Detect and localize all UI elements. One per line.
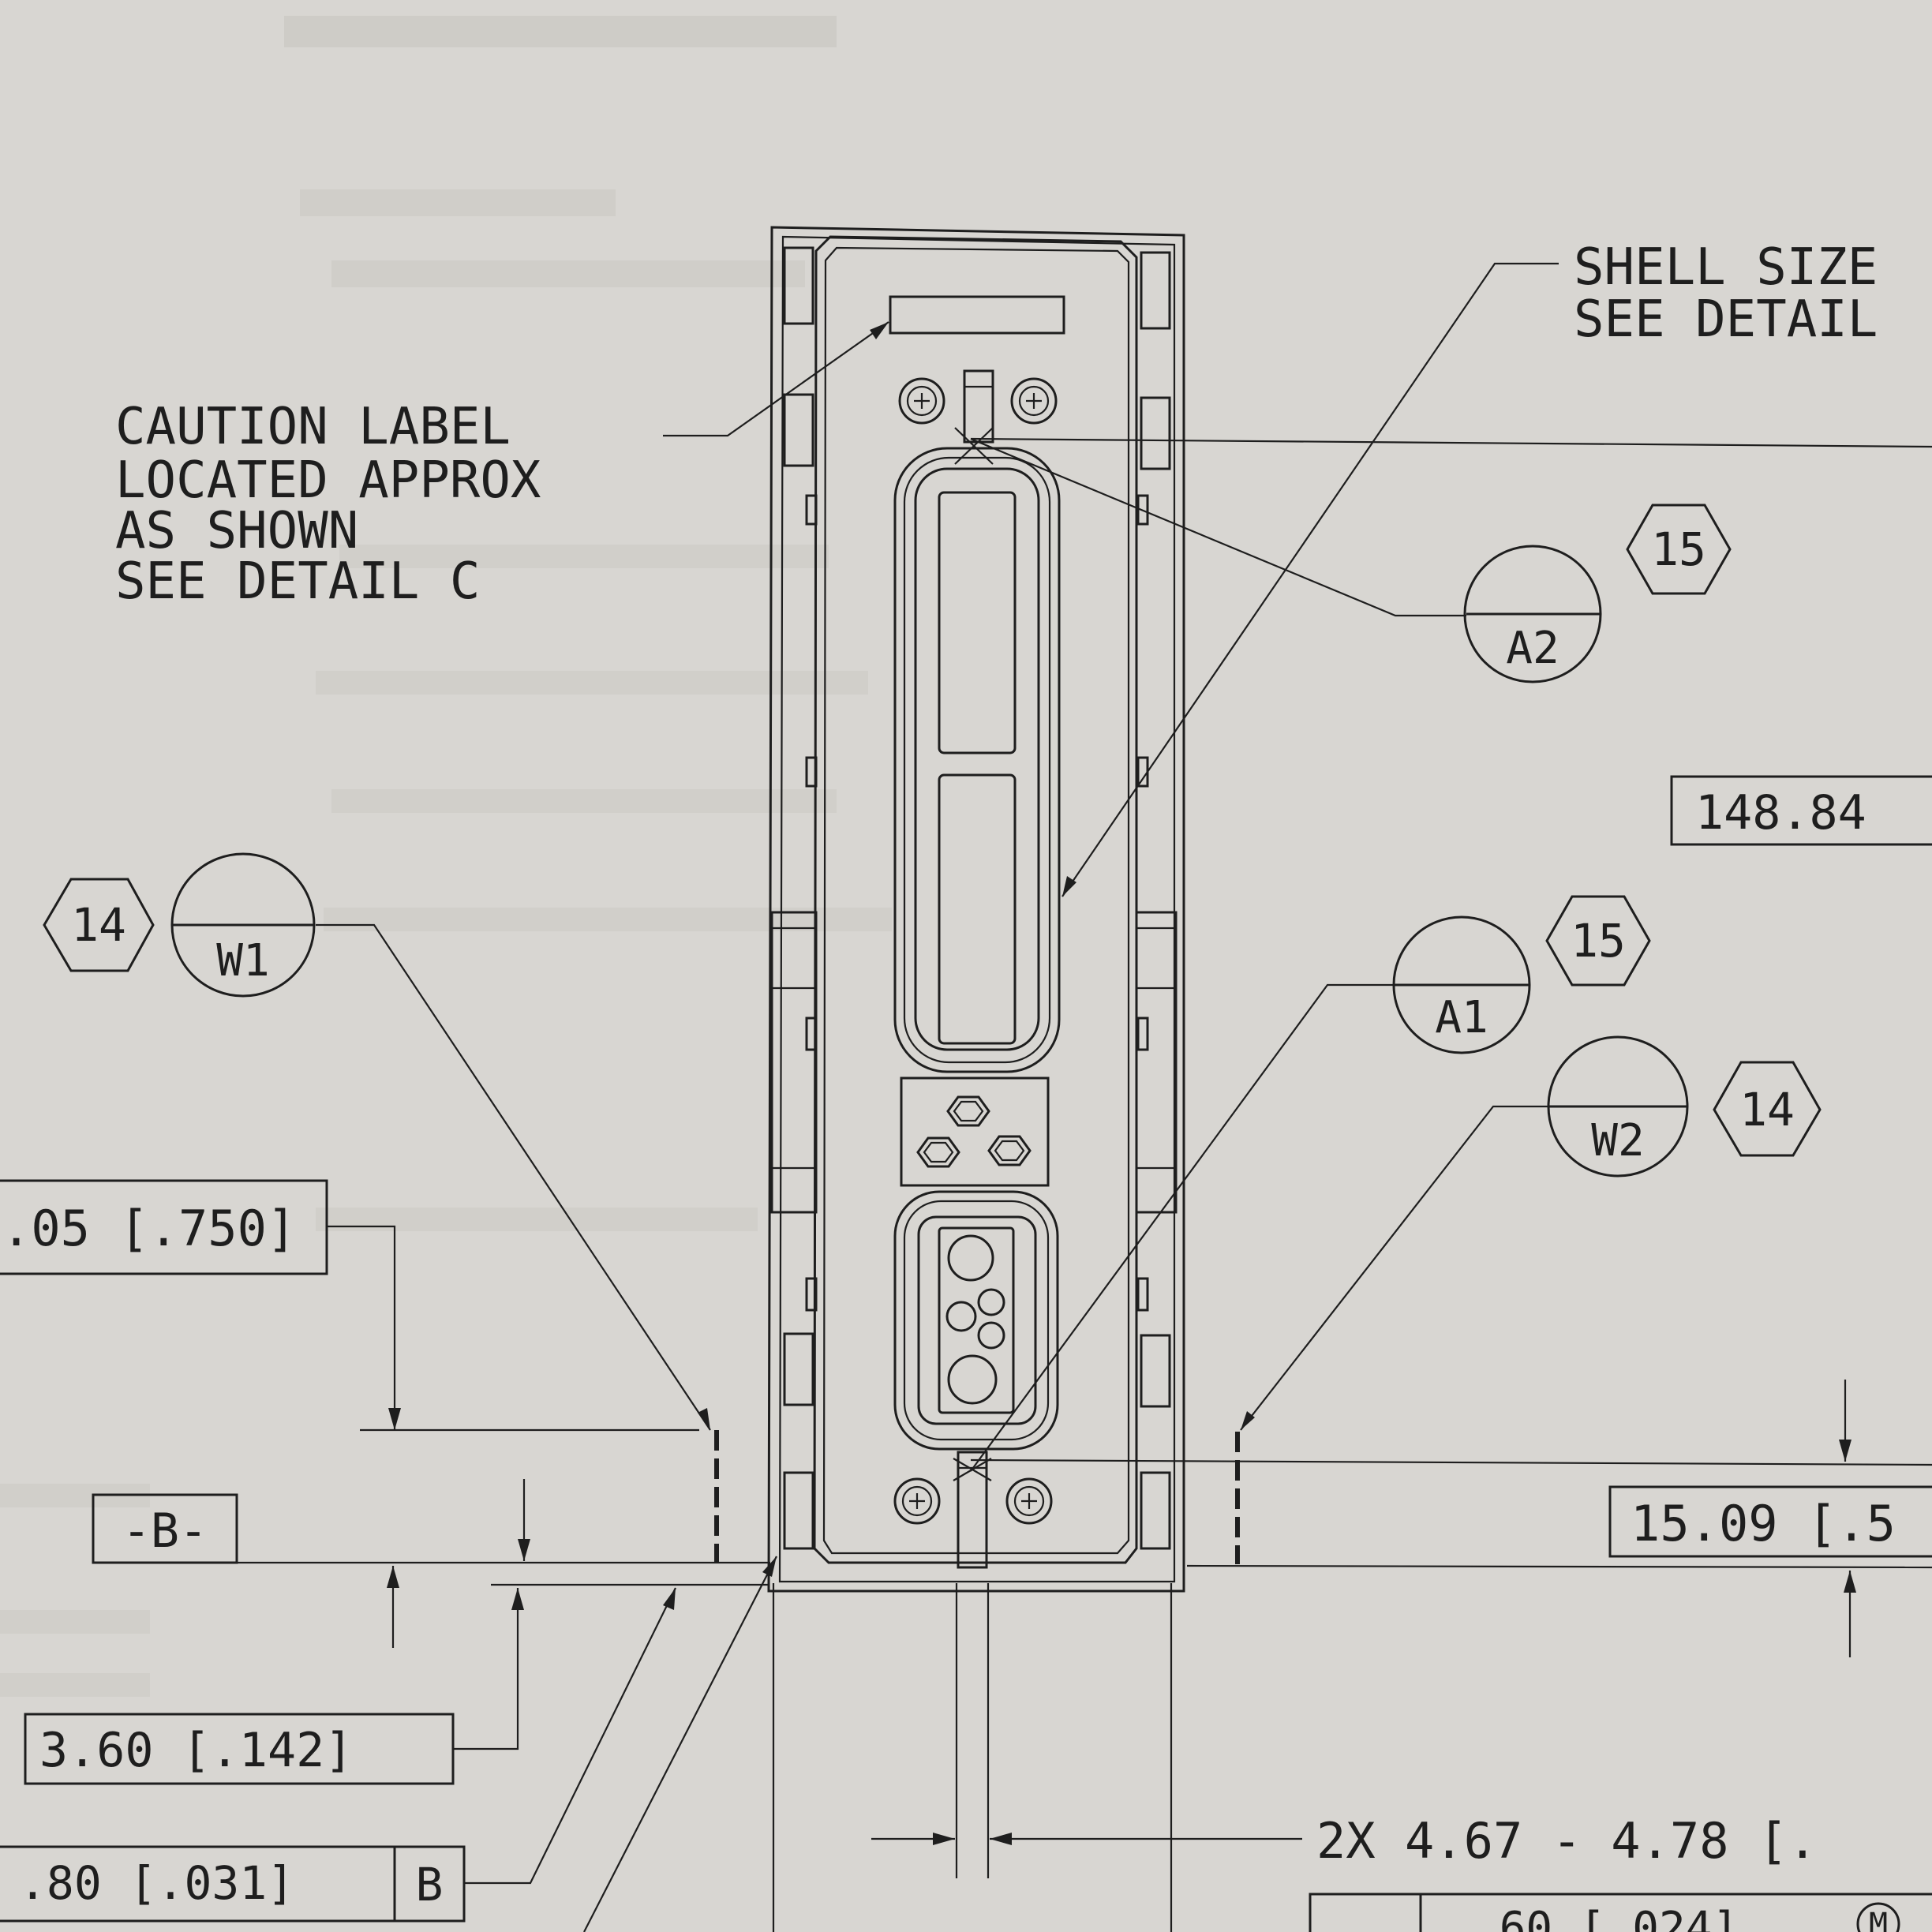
outer-frame	[767, 226, 1185, 1593]
dim-750: .05 [.750]	[0, 1179, 328, 1275]
connector-body	[767, 226, 1185, 1593]
screw-top-left	[898, 377, 945, 425]
dim-467: 2X 4.67 - 4.78 [.	[1316, 1812, 1818, 1870]
caution-note-line-3: AS SHOWN	[115, 502, 358, 560]
dim-031-value: .80 [.031]	[19, 1856, 294, 1910]
dim-031: .80 [.031] B	[0, 1845, 466, 1923]
callout-a2: A2 15	[1463, 504, 1732, 683]
datum-b-label: -B-	[122, 1503, 208, 1559]
screw-bottom-left	[893, 1477, 941, 1525]
dim-467-value: 2X 4.67 - 4.78 [.	[1316, 1812, 1818, 1870]
callout-a1-item: 15	[1571, 914, 1626, 968]
callout-w1: W1 14	[43, 852, 316, 998]
callout-w1-item: 14	[71, 898, 126, 952]
shell-note-line-2: SEE DETAIL	[1574, 290, 1878, 349]
dim-1509-value: 15.09 [.5	[1631, 1495, 1896, 1552]
callout-w2: W2 14	[1547, 1035, 1822, 1178]
left-tabs	[770, 246, 818, 1550]
guide-pin-bottom	[957, 1451, 988, 1569]
dim-024-value: .60 [.024]	[1473, 1903, 1739, 1932]
dim-031-datum: B	[416, 1858, 444, 1911]
caution-note-line-4: SEE DETAIL C	[115, 552, 480, 611]
datum-b: -B-	[92, 1493, 238, 1564]
shell-note-line-1: SHELL SIZE	[1574, 238, 1878, 297]
caution-note-line-2: LOCATED APPROX	[115, 451, 541, 510]
leader-lines	[93, 262, 1932, 1932]
callout-a1: A1 15	[1392, 895, 1651, 1054]
caution-label-rect	[889, 295, 1065, 335]
screw-top-right	[1010, 377, 1058, 425]
dim-750-value: .05 [.750]	[2, 1200, 296, 1257]
callout-w2-item: 14	[1739, 1083, 1795, 1136]
dim-142-value: 3.60 [.142]	[39, 1723, 353, 1778]
inner-housing	[813, 235, 1138, 1564]
callout-a2-label: A2	[1506, 623, 1559, 674]
dim-1509: 15.09 [.5	[1608, 1485, 1932, 1558]
caution-note-line-1: CAUTION LABEL	[115, 398, 511, 456]
dim-024-modifier: M	[1869, 1907, 1888, 1932]
dim-024: .60 [.024] M	[1309, 1893, 1932, 1932]
callout-w1-label: W1	[216, 935, 269, 987]
caution-note: CAUTION LABEL LOCATED APPROX AS SHOWN SE…	[115, 398, 541, 611]
right-tabs	[1135, 251, 1178, 1550]
bleed-through	[0, 16, 892, 1697]
callout-w2-label: W2	[1591, 1115, 1644, 1166]
screw-bottom-right	[1005, 1477, 1053, 1525]
callout-a1-label: A1	[1435, 992, 1488, 1043]
coax-block	[900, 1076, 1050, 1187]
dim-142: 3.60 [.142]	[24, 1713, 455, 1785]
callout-a2-item: 15	[1651, 522, 1706, 576]
dim-148-value: 148.84	[1695, 785, 1866, 841]
shell-size-note: SHELL SIZE SEE DETAIL	[1574, 238, 1878, 349]
lower-cavity	[893, 1190, 1059, 1451]
dim-148: 148.84	[1670, 775, 1932, 846]
